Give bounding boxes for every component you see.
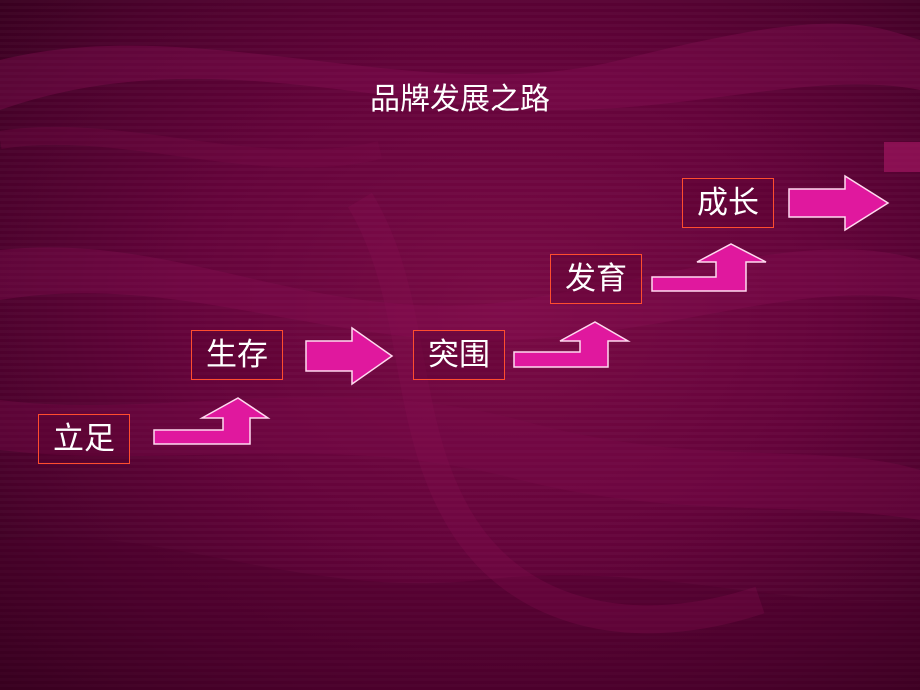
step-up-arrow <box>153 397 271 445</box>
step-box-lizu: 立足 <box>38 414 130 464</box>
step-up-arrow <box>513 321 631 368</box>
step-up-arrow <box>651 243 767 292</box>
step-box-fayu: 发育 <box>550 254 642 304</box>
step-box-tuwei: 突围 <box>413 330 505 380</box>
step-box-chengzhang: 成长 <box>682 178 774 228</box>
right-arrow <box>305 326 394 386</box>
right-arrow <box>788 174 890 232</box>
step-box-shengcun: 生存 <box>191 330 283 380</box>
slide-title: 品牌发展之路 <box>370 82 550 117</box>
